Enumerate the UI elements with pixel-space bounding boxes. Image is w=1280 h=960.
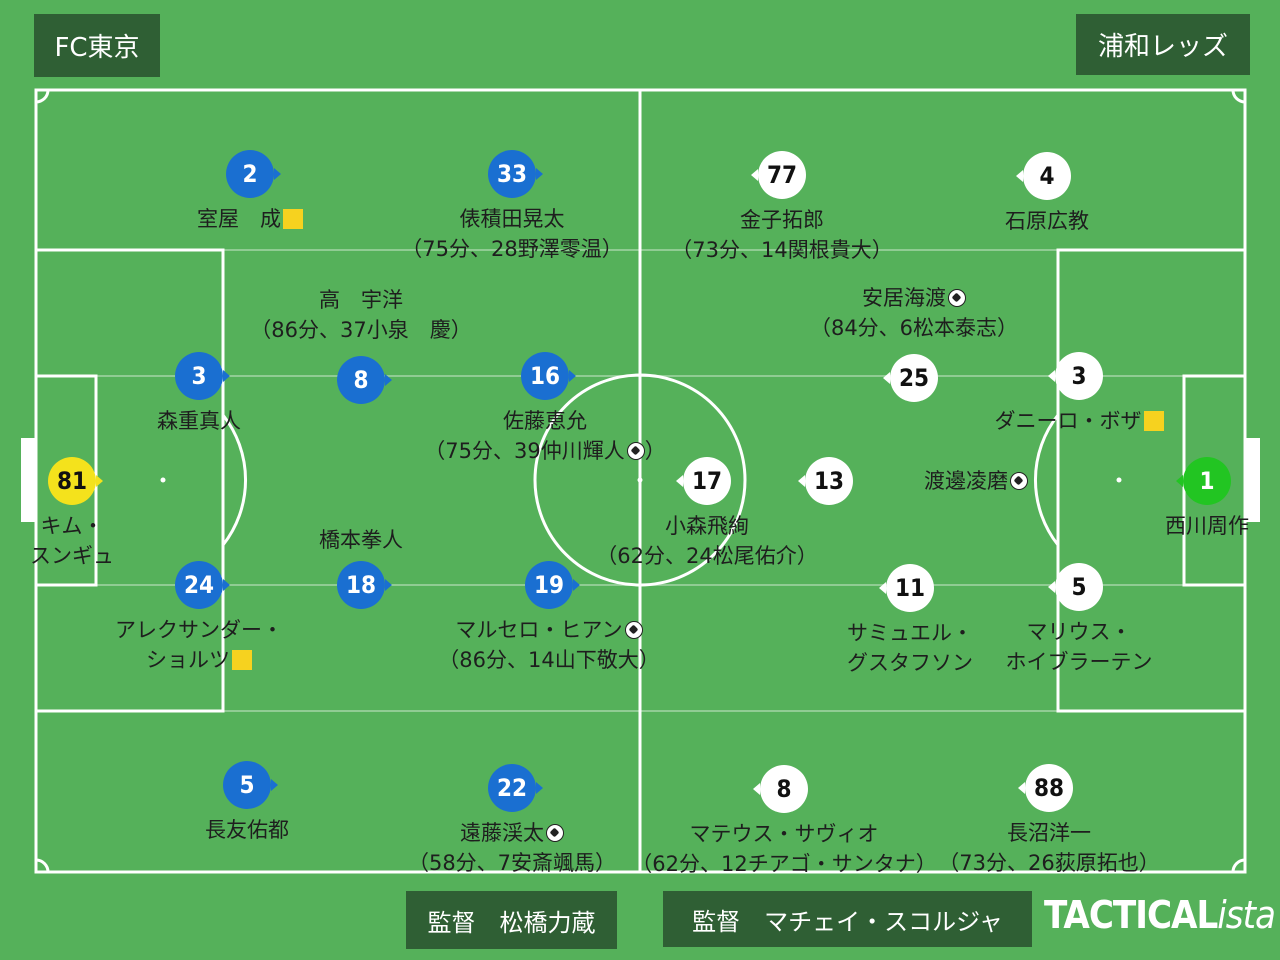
player-number: 13 — [813, 467, 845, 495]
goal-ball-icon — [624, 621, 643, 639]
logo-suffix: ista — [1217, 893, 1276, 937]
player-number: 3 — [1071, 362, 1087, 390]
away-player-marker: 11 — [879, 562, 936, 614]
player-number: 1 — [1199, 467, 1215, 495]
player-number: 33 — [496, 160, 528, 188]
player-number: 3 — [191, 362, 207, 390]
tacticalista-logo: TACTICALista — [1044, 893, 1276, 937]
player-name: マルセロ・ヒアン（86分、14山下敬大） — [389, 615, 709, 675]
logo-main: TACTICAL — [1044, 893, 1218, 937]
player-name: 森重真人 — [157, 409, 241, 433]
substitution-note: （73分、14関根貴大） — [671, 238, 893, 262]
yellow-card-icon — [1143, 411, 1164, 431]
away-team-name: 浦和レッズ — [1076, 14, 1250, 75]
player-name: 俵積田晃太（75分、28野澤零温） — [352, 204, 672, 264]
player-number: 19 — [533, 571, 565, 599]
goal-ball-icon — [948, 289, 966, 307]
home-player-marker: 24 — [173, 559, 230, 611]
player-number: 77 — [766, 161, 798, 189]
home-coach: 監督 松橋力蔵 — [406, 891, 617, 949]
substitution-note: （58分、7安斎颯馬） — [407, 851, 617, 875]
player-name: 安居海渡（84分、6松本泰志） — [754, 283, 1074, 343]
away-player-marker: 4 — [1016, 150, 1073, 202]
substitution-note: （86分、14山下敬大） — [438, 648, 660, 672]
player-number: 18 — [345, 571, 377, 599]
substitution-note: （84分、6松本泰志） — [809, 316, 1019, 340]
home-player-marker: 81 — [46, 455, 103, 507]
home-player-marker: 5 — [221, 759, 278, 811]
player-name: 長沼洋一（73分、26荻原拓也） — [889, 818, 1209, 878]
away-player-marker: 88 — [1018, 762, 1075, 814]
player-name: アレクサンダー・ショルツ — [115, 618, 283, 672]
player-name: マテウス・サヴィオ（62分、12チアゴ・サンタナ） — [624, 819, 944, 879]
away-coach: 監督 マチェイ・スコルジャ — [663, 891, 1032, 947]
player-number: 22 — [496, 774, 528, 802]
player-name: 佐藤恵允（75分、39仲川輝人） — [385, 406, 705, 466]
player-name: サミュエル・グスタフソン — [847, 621, 973, 675]
away-player-marker: 25 — [883, 352, 940, 404]
goal-ball-icon — [546, 824, 564, 842]
player-name: 遠藤渓太（58分、7安斎颯馬） — [352, 818, 672, 878]
player-number: 8 — [353, 366, 369, 394]
player-name: 室屋 成 — [90, 204, 410, 234]
player-number: 2 — [242, 160, 258, 188]
away-player-marker: 1 — [1176, 455, 1233, 507]
home-player-marker: 33 — [486, 148, 543, 200]
yellow-card-icon — [283, 209, 303, 229]
substitution-note: （62分、24松尾佑介） — [596, 544, 818, 568]
away-player-marker: 77 — [751, 149, 808, 201]
player-name: 長友佑都 — [205, 818, 289, 842]
player-name: 石原広教 — [1005, 209, 1089, 233]
away-player-marker: 8 — [753, 763, 810, 815]
player-number: 17 — [691, 467, 723, 495]
goal-ball-icon — [626, 442, 645, 460]
home-team-name: FC東京 — [34, 14, 160, 77]
player-name: 西川周作 — [1165, 514, 1249, 538]
home-player-marker: 22 — [486, 762, 543, 814]
substitution-note: （75分、39仲川輝人） — [424, 439, 666, 463]
home-player-marker: 19 — [523, 559, 580, 611]
player-name: マリウス・ホイブラーテン — [1005, 620, 1153, 674]
player-number: 16 — [529, 362, 561, 390]
home-player-marker: 3 — [173, 350, 230, 402]
home-player-marker: 16 — [519, 350, 576, 402]
player-name: 小森飛絢（62分、24松尾佑介） — [547, 511, 867, 571]
home-player-marker: 18 — [335, 559, 392, 611]
home-player-marker: 2 — [224, 148, 281, 200]
away-player-marker: 3 — [1048, 350, 1105, 402]
player-name: 橋本拳人 — [319, 528, 403, 552]
substitution-note: （62分、12チアゴ・サンタナ） — [631, 852, 937, 876]
player-number: 88 — [1033, 774, 1065, 802]
player-number: 4 — [1039, 162, 1055, 190]
home-player-marker: 8 — [335, 354, 392, 406]
player-number: 25 — [898, 364, 930, 392]
player-number: 8 — [776, 775, 792, 803]
away-player-marker: 17 — [676, 455, 733, 507]
player-name: ダニーロ・ボザ — [919, 406, 1239, 436]
substitution-note: （73分、26荻原拓也） — [938, 851, 1160, 875]
away-player-marker: 5 — [1048, 561, 1105, 613]
player-name: 金子拓郎（73分、14関根貴大） — [622, 205, 942, 265]
player-number: 81 — [56, 467, 88, 495]
player-name: キム・スンギュ — [30, 514, 114, 568]
substitution-note: （75分、28野澤零温） — [401, 237, 623, 261]
player-name: 渡邊凌磨 — [924, 466, 1028, 496]
player-number: 5 — [239, 771, 255, 799]
player-number: 11 — [894, 574, 926, 602]
goal-ball-icon — [1010, 472, 1028, 490]
player-name: 高 宇洋（86分、37小泉 慶） — [201, 285, 521, 345]
player-number: 24 — [183, 571, 215, 599]
player-number: 5 — [1071, 573, 1087, 601]
yellow-card-icon — [232, 650, 252, 670]
substitution-note: （86分、37小泉 慶） — [250, 318, 472, 342]
away-player-marker: 13 — [798, 455, 855, 507]
